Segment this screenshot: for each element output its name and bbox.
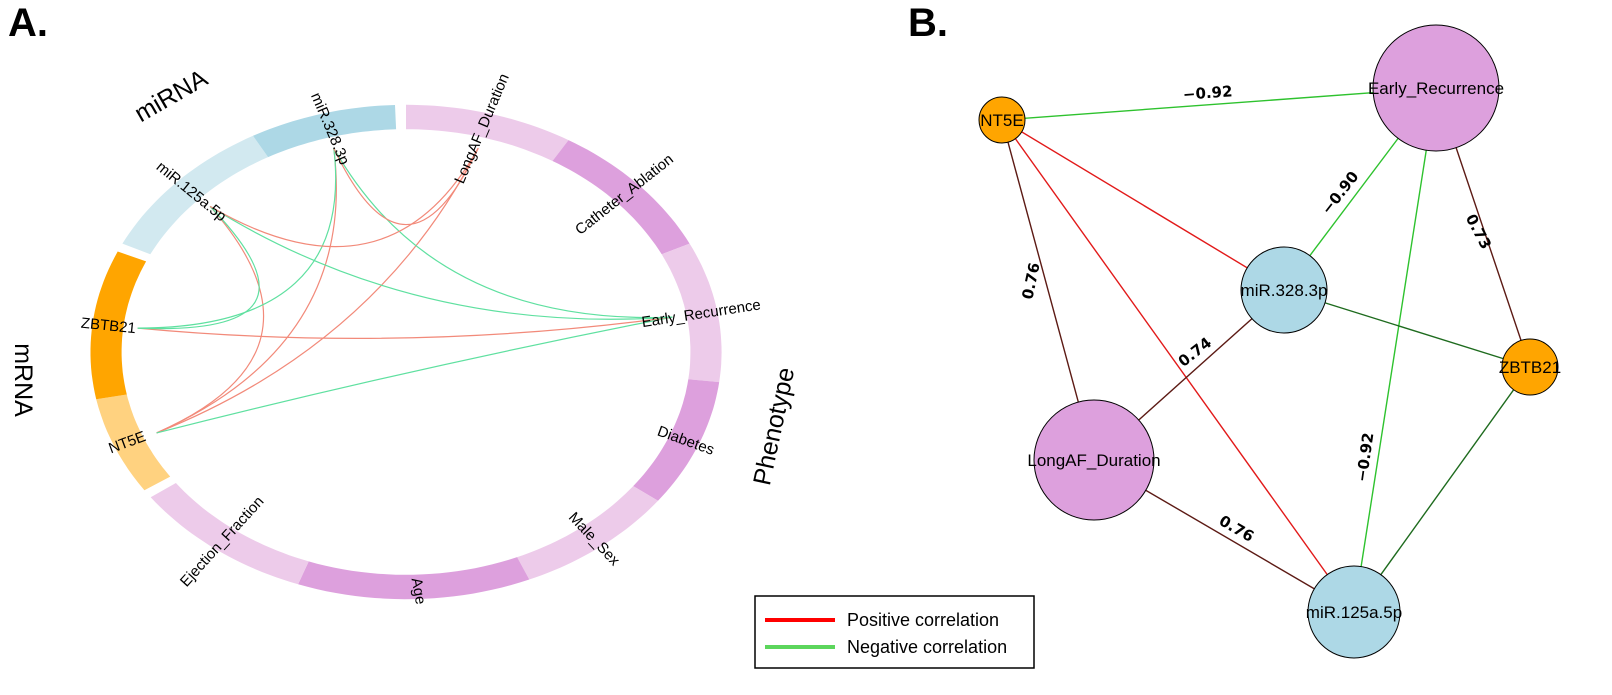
network-node-mir-328-3p: [1240, 246, 1328, 334]
edge-label-nt5e-early-recurrence: −0.92: [1182, 82, 1233, 103]
ring-segment-mir-328-3p: [253, 105, 397, 158]
chord-link-zbtb21-early-recurrence: [137, 316, 673, 339]
chord-diagram: LongAF_DurationCatheter_AblationEarly_Re…: [9, 64, 800, 606]
chord-link-mir-125a-5p-early-recurrence: [209, 205, 673, 320]
network-edge-nt5e-early-recurrence: [1001, 87, 1437, 121]
network-edge-nt5e-mir-125a-5p: [1001, 119, 1355, 613]
chord-links: [137, 147, 673, 434]
network-node-nt5e: [978, 96, 1026, 144]
segment-label-zbtb21: ZBTB21: [80, 315, 136, 338]
network-node-label-zbtb21: ZBTB21: [1499, 358, 1561, 377]
ring-segment-age: [298, 557, 530, 600]
network-node-longaf-duration: [1033, 399, 1155, 521]
panel-a-label: A.: [8, 1, 48, 45]
network-node-early-recurrence: [1372, 24, 1500, 152]
chord-link-nt5e-mir-125a-5p: [156, 206, 265, 434]
network-edge-nt5e-mir-328-3p: [1001, 119, 1285, 291]
ring-segment-ejection-fraction: [150, 483, 309, 585]
group-label-mrna: mRNA: [9, 343, 37, 417]
ring-segment-early-recurrence: [661, 243, 722, 383]
network-node-label-longaf-duration: LongAF_Duration: [1027, 451, 1160, 470]
chord-link-nt5e-longaf-duration: [156, 147, 479, 434]
ring-segment-nt5e: [96, 394, 171, 491]
legend-negative-label: Negative correlation: [847, 637, 1007, 657]
panel-b-label: B.: [908, 1, 948, 45]
edge-label-early-recurrence-mir-328-3p: −0.90: [1318, 168, 1363, 218]
segment-label-age: Age: [408, 576, 430, 605]
network-edge-early-recurrence-mir-125a-5p: [1353, 87, 1437, 613]
chord-link-mir-328-3p-longaf-duration: [333, 147, 479, 225]
network-edge-zbtb21-mir-125a-5p: [1353, 366, 1531, 613]
chord-link-nt5e-mir-328-3p: [156, 148, 337, 434]
chord-ring: [90, 104, 722, 600]
edge-label-early-recurrence-zbtb21: 0.73: [1462, 211, 1495, 252]
ring-segment-diabetes: [633, 379, 720, 501]
network-node-label-mir-328-3p: miR.328.3p: [1241, 281, 1328, 300]
network-node-label-early-recurrence: Early_Recurrence: [1368, 79, 1504, 98]
network-diagram: −0.92 0.76 0.74 −0.90 0.73 −0.92 0.76 NT5E Earl…: [978, 24, 1561, 659]
chord-link-zbtb21-mir-125a-5p: [137, 205, 260, 330]
legend-positive-label: Positive correlation: [847, 610, 999, 630]
chord-link-mir-328-3p-early-recurrence: [333, 147, 673, 319]
legend-box: [754, 595, 1035, 669]
ring-segment-zbtb21: [90, 251, 147, 400]
chord-link-mir-125a-5p-longaf-duration: [209, 147, 479, 248]
chord-link-zbtb21-mir-328-3p: [137, 148, 337, 329]
ring-segment-catheter-ablation: [552, 140, 690, 255]
ring-segment-longaf-duration: [406, 104, 569, 161]
network-edges: [1001, 87, 1531, 613]
network-node-zbtb21: [1501, 338, 1559, 396]
group-label-phenotype: Phenotype: [748, 365, 800, 488]
edge-label-longaf-duration-mir-125a-5p: 0.76: [1216, 512, 1257, 546]
edge-label-nt5e-mir-125a-5p: 0.74: [1175, 334, 1215, 371]
network-node-label-nt5e: NT5E: [980, 111, 1023, 130]
edge-label-nt5e-longaf-duration: 0.76: [1018, 261, 1043, 301]
group-label-mirna: miRNA: [130, 64, 213, 128]
network-nodes: NT5E Early_Recurrence miR.328.3pZBTB21Long…: [978, 24, 1561, 659]
ring-segment-mir-125a-5p: [122, 135, 269, 255]
chord-link-nt5e-early-recurrence: [156, 316, 673, 434]
edge-label-early-recurrence-mir-125a-5p: −0.92: [1353, 432, 1378, 484]
network-node-mir-125a-5p: [1307, 565, 1401, 659]
network-node-label-mir-125a-5p: miR.125a.5p: [1306, 603, 1402, 622]
ring-segment-male-sex: [517, 486, 658, 580]
legend: Positive correlation Negative correlatio…: [754, 595, 1035, 669]
